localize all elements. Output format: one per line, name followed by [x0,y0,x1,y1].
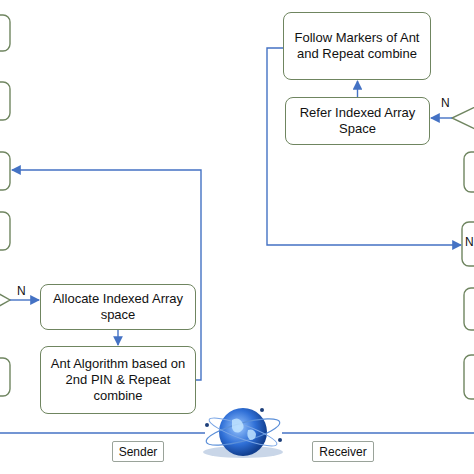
role-tag: Sender [112,441,164,462]
node-text: Receiver [319,445,366,459]
process-box: Allocate Indexed Array space [40,284,196,330]
node-text: Allocate Indexed Array space [47,291,189,323]
role-tag: Receiver [312,441,374,462]
process-box: Ant Algorithm based on 2nd PIN & Repeat … [40,346,196,414]
flow-arrow [357,81,358,97]
process-box: Follow Markers of Ant and Repeat combine [283,12,431,80]
branch-label: N [441,96,450,110]
flow-lines [0,48,474,433]
node-text: Ant Algorithm based on 2nd PIN & Repeat … [47,356,189,404]
branch-label: N [17,284,26,298]
branch-label: N [465,235,474,249]
flow-arrow [117,330,118,345]
globe-icon [203,408,283,458]
node-text: Refer Indexed Array Space [292,105,423,137]
node-text: Follow Markers of Ant and Repeat combine [290,30,424,62]
process-box: Refer Indexed Array Space [285,97,430,145]
node-text: Sender [119,445,158,459]
